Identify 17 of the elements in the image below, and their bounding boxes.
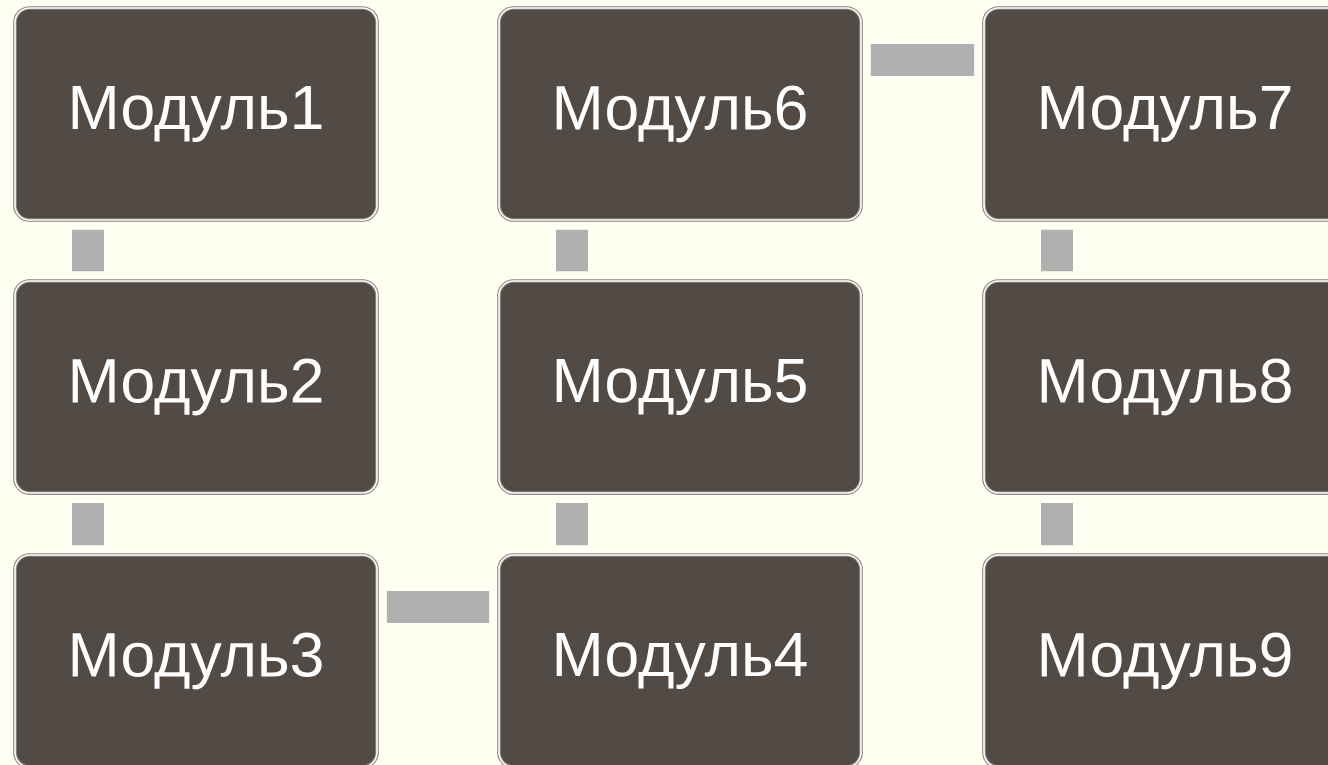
module-box: Модуль9 [982, 553, 1328, 765]
connector-bar [556, 229, 588, 272]
connector-bar [1041, 502, 1073, 546]
module-box: Модуль1 [13, 6, 379, 222]
module-box: Модуль2 [13, 279, 379, 495]
module-box: Модуль3 [13, 553, 379, 765]
module-box: Модуль7 [982, 6, 1328, 222]
module-box: Модуль6 [497, 6, 863, 222]
connector-bar [870, 44, 975, 76]
connector-bar [72, 502, 104, 546]
module-box: Модуль4 [497, 553, 863, 765]
module-box: Модуль8 [982, 279, 1328, 495]
connector-bar [556, 502, 588, 546]
connector-bar [1041, 229, 1073, 272]
connector-bar [72, 229, 104, 272]
connector-bar [386, 591, 490, 623]
module-box: Модуль5 [497, 279, 863, 495]
